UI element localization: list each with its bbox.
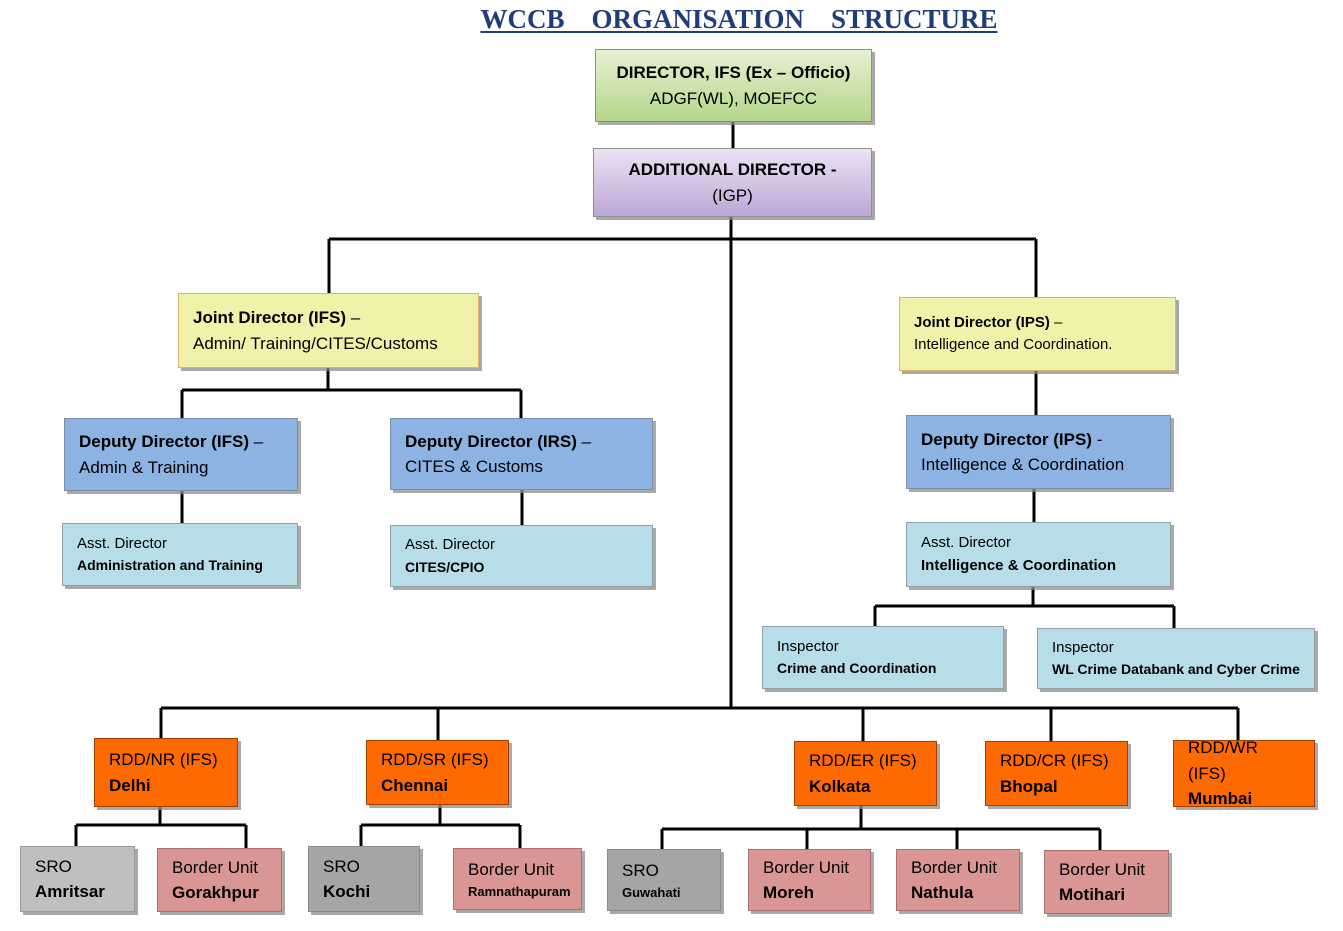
deputy-director-ifs-box: Deputy Director (IFS) – Admin & Training xyxy=(64,418,298,491)
joint-director-ifs-dash: – xyxy=(346,308,361,327)
asst-director-intel-title: Asst. Director xyxy=(921,534,1012,551)
deputy-director-irs-title: Deputy Director (IRS) xyxy=(405,431,577,451)
inspector-wl-box: Inspector WL Crime Databank and Cyber Cr… xyxy=(1037,628,1315,689)
border-unit-ramnathapuram-city: Ramnathapuram xyxy=(468,884,571,899)
border-unit-gorakhpur-title: Border Unit xyxy=(172,857,258,877)
rdd-nr-box: RDD/NR (IFS) Delhi xyxy=(94,738,238,807)
border-unit-motihari-title: Border Unit xyxy=(1059,859,1145,879)
deputy-director-irs-dash: – xyxy=(576,431,592,451)
rdd-cr-city: Bhopal xyxy=(1000,776,1058,796)
sro-guwahati-box: SRO Guwahati xyxy=(607,849,721,911)
border-unit-ramnathapuram-title: Border Unit xyxy=(468,859,554,879)
joint-director-ips-dash: – xyxy=(1049,313,1063,331)
asst-director-admin-title: Asst. Director xyxy=(77,534,168,552)
sro-guwahati-city: Guwahati xyxy=(622,885,681,900)
inspector-wl-title: Inspector xyxy=(1052,638,1114,656)
director-subtitle: ADGF(WL), MOEFCC xyxy=(649,88,818,108)
joint-director-ifs-box: Joint Director (IFS) – Admin/ Training/C… xyxy=(178,293,479,368)
joint-director-ifs-subtitle: Admin/ Training/CITES/Customs xyxy=(193,333,438,353)
chart-title: WCCB ORGANISATION STRUCTURE xyxy=(480,4,998,34)
joint-director-ips-subtitle: Intelligence and Coordination. xyxy=(914,336,1113,353)
inspector-crime-title: Inspector xyxy=(777,637,839,655)
sro-kochi-title: SRO xyxy=(323,856,360,876)
asst-director-cites-title: Asst. Director xyxy=(405,536,496,554)
rdd-wr-box: RDD/WR (IFS) Mumbai xyxy=(1173,738,1315,808)
joint-director-ifs-title: Joint Director (IFS) xyxy=(193,308,347,327)
sro-amritsar-city: Amritsar xyxy=(35,882,105,901)
asst-director-intel-subtitle: Intelligence & Coordination xyxy=(921,556,1117,574)
border-unit-nathula-title: Border Unit xyxy=(911,857,997,877)
inspector-wl-subtitle: WL Crime Databank and Cyber Crime xyxy=(1052,661,1300,678)
deputy-director-ips-title: Deputy Director (IPS) xyxy=(921,429,1092,449)
border-unit-gorakhpur-city: Gorakhpur xyxy=(172,883,259,902)
border-unit-gorakhpur-box: Border Unit Gorakhpur xyxy=(157,848,282,912)
border-unit-motihari-box: Border Unit Motihari xyxy=(1044,850,1169,914)
border-unit-moreh-box: Border Unit Moreh xyxy=(748,849,871,911)
rdd-sr-city: Chennai xyxy=(381,775,449,795)
border-unit-moreh-city: Moreh xyxy=(763,883,814,902)
rdd-nr-city: Delhi xyxy=(109,775,151,795)
asst-director-admin-subtitle: Administration and Training xyxy=(77,557,263,574)
joint-director-ips-box: Joint Director (IPS) – Intelligence and … xyxy=(899,297,1176,371)
rdd-cr-title: RDD/CR (IFS) xyxy=(1000,751,1109,770)
additional-director-box: ADDITIONAL DIRECTOR - (IGP) xyxy=(593,148,872,217)
deputy-director-ips-dash: - xyxy=(1091,429,1103,449)
rdd-nr-title: RDD/NR (IFS) xyxy=(109,750,218,769)
sro-amritsar-box: SRO Amritsar xyxy=(20,846,135,912)
asst-director-cites-box: Asst. Director CITES/CPIO xyxy=(390,525,653,587)
asst-director-admin-box: Asst. Director Administration and Traini… xyxy=(62,523,298,586)
asst-director-cites-subtitle: CITES/CPIO xyxy=(405,558,485,575)
rdd-sr-title: RDD/SR (IFS) xyxy=(381,750,489,769)
rdd-er-city: Kolkata xyxy=(809,776,871,796)
joint-director-ips-title: Joint Director (IPS) xyxy=(914,313,1050,331)
border-unit-ramnathapuram-box: Border Unit Ramnathapuram xyxy=(453,848,582,910)
deputy-director-ifs-subtitle: Admin & Training xyxy=(79,457,209,477)
inspector-crime-box: Inspector Crime and Coordination xyxy=(762,626,1004,689)
deputy-director-ifs-title: Deputy Director (IFS) xyxy=(79,432,250,451)
director-box: DIRECTOR, IFS (Ex – Officio) ADGF(WL), M… xyxy=(595,49,872,122)
rdd-sr-box: RDD/SR (IFS) Chennai xyxy=(366,740,509,805)
asst-director-intel-box: Asst. Director Intelligence & Coordinati… xyxy=(906,522,1171,587)
rdd-wr-title: RDD/WR (IFS) xyxy=(1188,738,1258,783)
sro-kochi-box: SRO Kochi xyxy=(308,846,420,912)
additional-director-subtitle: (IGP) xyxy=(712,185,753,205)
deputy-director-ifs-dash: – xyxy=(249,432,264,451)
deputy-director-irs-subtitle: CITES & Customs xyxy=(405,457,543,476)
inspector-crime-subtitle: Crime and Coordination xyxy=(777,660,937,677)
sro-amritsar-title: SRO xyxy=(35,856,72,876)
sro-kochi-city: Kochi xyxy=(323,882,371,901)
border-unit-motihari-city: Motihari xyxy=(1059,885,1126,904)
additional-director-title: ADDITIONAL DIRECTOR - xyxy=(628,160,837,179)
sro-guwahati-title: SRO xyxy=(622,860,659,880)
rdd-er-title: RDD/ER (IFS) xyxy=(809,751,917,770)
rdd-er-box: RDD/ER (IFS) Kolkata xyxy=(794,741,937,806)
border-unit-nathula-city: Nathula xyxy=(911,883,974,902)
director-title: DIRECTOR, IFS (Ex – Officio) xyxy=(616,63,851,82)
deputy-director-ips-subtitle: Intelligence & Coordination xyxy=(921,455,1125,474)
rdd-cr-box: RDD/CR (IFS) Bhopal xyxy=(985,741,1128,806)
border-unit-moreh-title: Border Unit xyxy=(763,857,849,877)
border-unit-nathula-box: Border Unit Nathula xyxy=(896,849,1020,911)
deputy-director-ips-box: Deputy Director (IPS) - Intelligence & C… xyxy=(906,415,1171,489)
deputy-director-irs-box: Deputy Director (IRS) – CITES & Customs xyxy=(390,418,653,490)
rdd-wr-city: Mumbai xyxy=(1188,789,1253,809)
